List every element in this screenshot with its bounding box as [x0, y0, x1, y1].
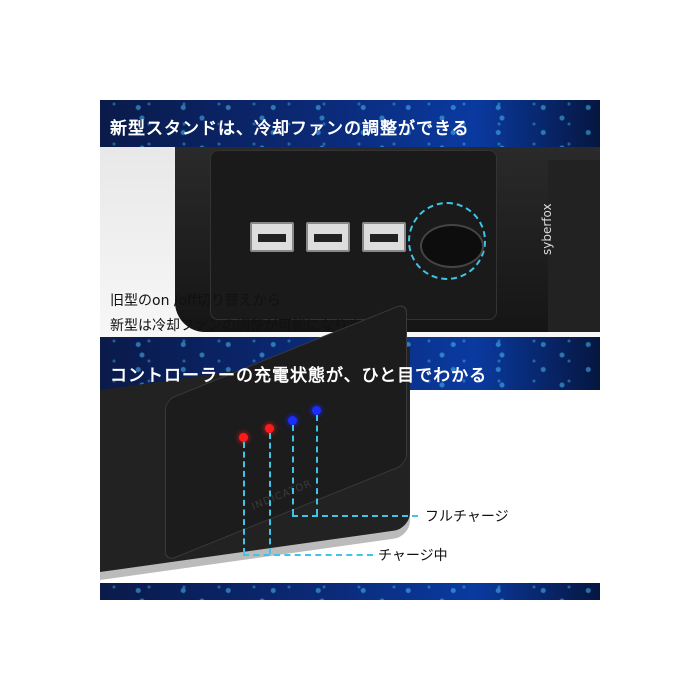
led-blue-2 [312, 406, 321, 415]
usb-port-1 [250, 222, 294, 252]
brand-logo: syberfox [540, 203, 554, 255]
bottom-bar [100, 583, 600, 600]
banner-title: 新型スタンドは、冷却ファンの調整ができる [110, 119, 470, 139]
banner-fan: 新型スタンドは、冷却ファンの調整ができる [100, 100, 600, 147]
usb-port-3 [362, 222, 406, 252]
full-charge-label: フルチャージ [425, 509, 509, 525]
usb-port-2 [306, 222, 350, 252]
led-blue-1 [288, 416, 297, 425]
banner-title: コントローラーの充電状態が、ひと目でわかる [110, 366, 488, 386]
callout-line [292, 425, 294, 515]
callout-line [243, 442, 245, 554]
description-line-1: 旧型のon /off切り替えから [110, 293, 281, 309]
led-red-2 [265, 424, 274, 433]
fan-dial-icon [408, 202, 486, 280]
callout-line [243, 554, 373, 556]
callout-line [316, 415, 318, 515]
callout-line [292, 515, 418, 517]
stand-side [548, 160, 600, 332]
led-red-1 [239, 433, 248, 442]
callout-line [269, 433, 271, 554]
description-line-2: 新型は冷却ファンの調整が可能になりました。 [110, 318, 404, 334]
charging-label: チャージ中 [378, 548, 448, 564]
